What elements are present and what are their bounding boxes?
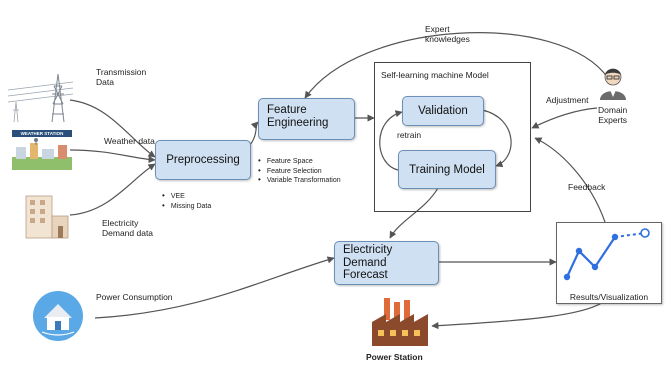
validation-box[interactable]: Validation — [402, 96, 484, 126]
bullet-item: Variable Transformation — [258, 176, 341, 186]
training-model-label: Training Model — [409, 163, 485, 176]
domain-expert-icon — [600, 68, 626, 100]
transmission-tower-icon — [8, 73, 73, 123]
house-icon — [33, 291, 83, 341]
self-learning-frame — [374, 62, 531, 212]
forecast-label: Electricity Demand Forecast — [343, 244, 393, 281]
electricity-demand-data-label: Electricity Demand data — [102, 218, 154, 238]
arrow-training-to-forecast — [389, 187, 439, 239]
power-consumption-label: Power Consumption — [96, 292, 173, 302]
arrow-transmission-to-preprocessing — [69, 99, 156, 158]
line-chart-icon — [563, 228, 650, 281]
arrow-power-to-forecast — [94, 256, 335, 319]
preprocessing-bullets: VEE Missing Data — [162, 192, 211, 211]
expert-knowledges-label: Expert knowledges — [425, 24, 470, 44]
building-icon — [25, 195, 69, 239]
bullet-item: Feature Selection — [258, 167, 341, 177]
bullet-item: VEE — [162, 192, 211, 202]
feature-engineering-label: Feature Engineering — [267, 104, 329, 129]
self-learning-title: Self-learning machine Model — [381, 70, 489, 80]
adjustment-label: Adjustment — [546, 95, 589, 105]
forecast-box[interactable]: Electricity Demand Forecast — [334, 241, 439, 285]
arrow-results-to-station — [431, 301, 604, 330]
feature-bullets: Feature Space Feature Selection Variable… — [258, 157, 341, 186]
transmission-data-label: Transmission Data — [96, 67, 147, 87]
arrow-loop-right — [481, 109, 512, 168]
weather-station-icon: WEATHER STATION — [12, 130, 72, 170]
bullet-item: Feature Space — [258, 157, 341, 167]
validation-label: Validation — [418, 105, 468, 117]
weather-data-label: Weather data — [104, 136, 155, 146]
power-station-label: Power Station — [366, 352, 423, 362]
training-model-box[interactable]: Training Model — [398, 150, 496, 189]
results-visualization-label: Results/Visualization — [569, 292, 649, 302]
bullet-item: Missing Data — [162, 202, 211, 212]
arrow-feedback — [534, 137, 606, 223]
arrow-adjustment — [531, 107, 598, 129]
preprocessing-label: Preprocessing — [166, 154, 240, 166]
arrow-loop-left — [379, 110, 403, 171]
domain-experts-label: Domain Experts — [598, 105, 628, 125]
arrow-demand-to-preprocessing — [69, 163, 156, 216]
power-station-icon — [372, 298, 428, 346]
arrow-expert-knowledge — [304, 32, 609, 99]
results-panel[interactable]: Results/Visualization — [556, 222, 662, 304]
preprocessing-box[interactable]: Preprocessing — [155, 140, 251, 180]
weather-station-sign: WEATHER STATION — [12, 130, 72, 137]
feedback-label: Feedback — [568, 182, 606, 192]
arrow-weather-to-preprocessing — [69, 149, 156, 164]
retrain-label: retrain — [397, 130, 422, 140]
feature-engineering-box[interactable]: Feature Engineering — [258, 98, 355, 140]
arrow-preprocessing-to-feature — [249, 121, 259, 146]
